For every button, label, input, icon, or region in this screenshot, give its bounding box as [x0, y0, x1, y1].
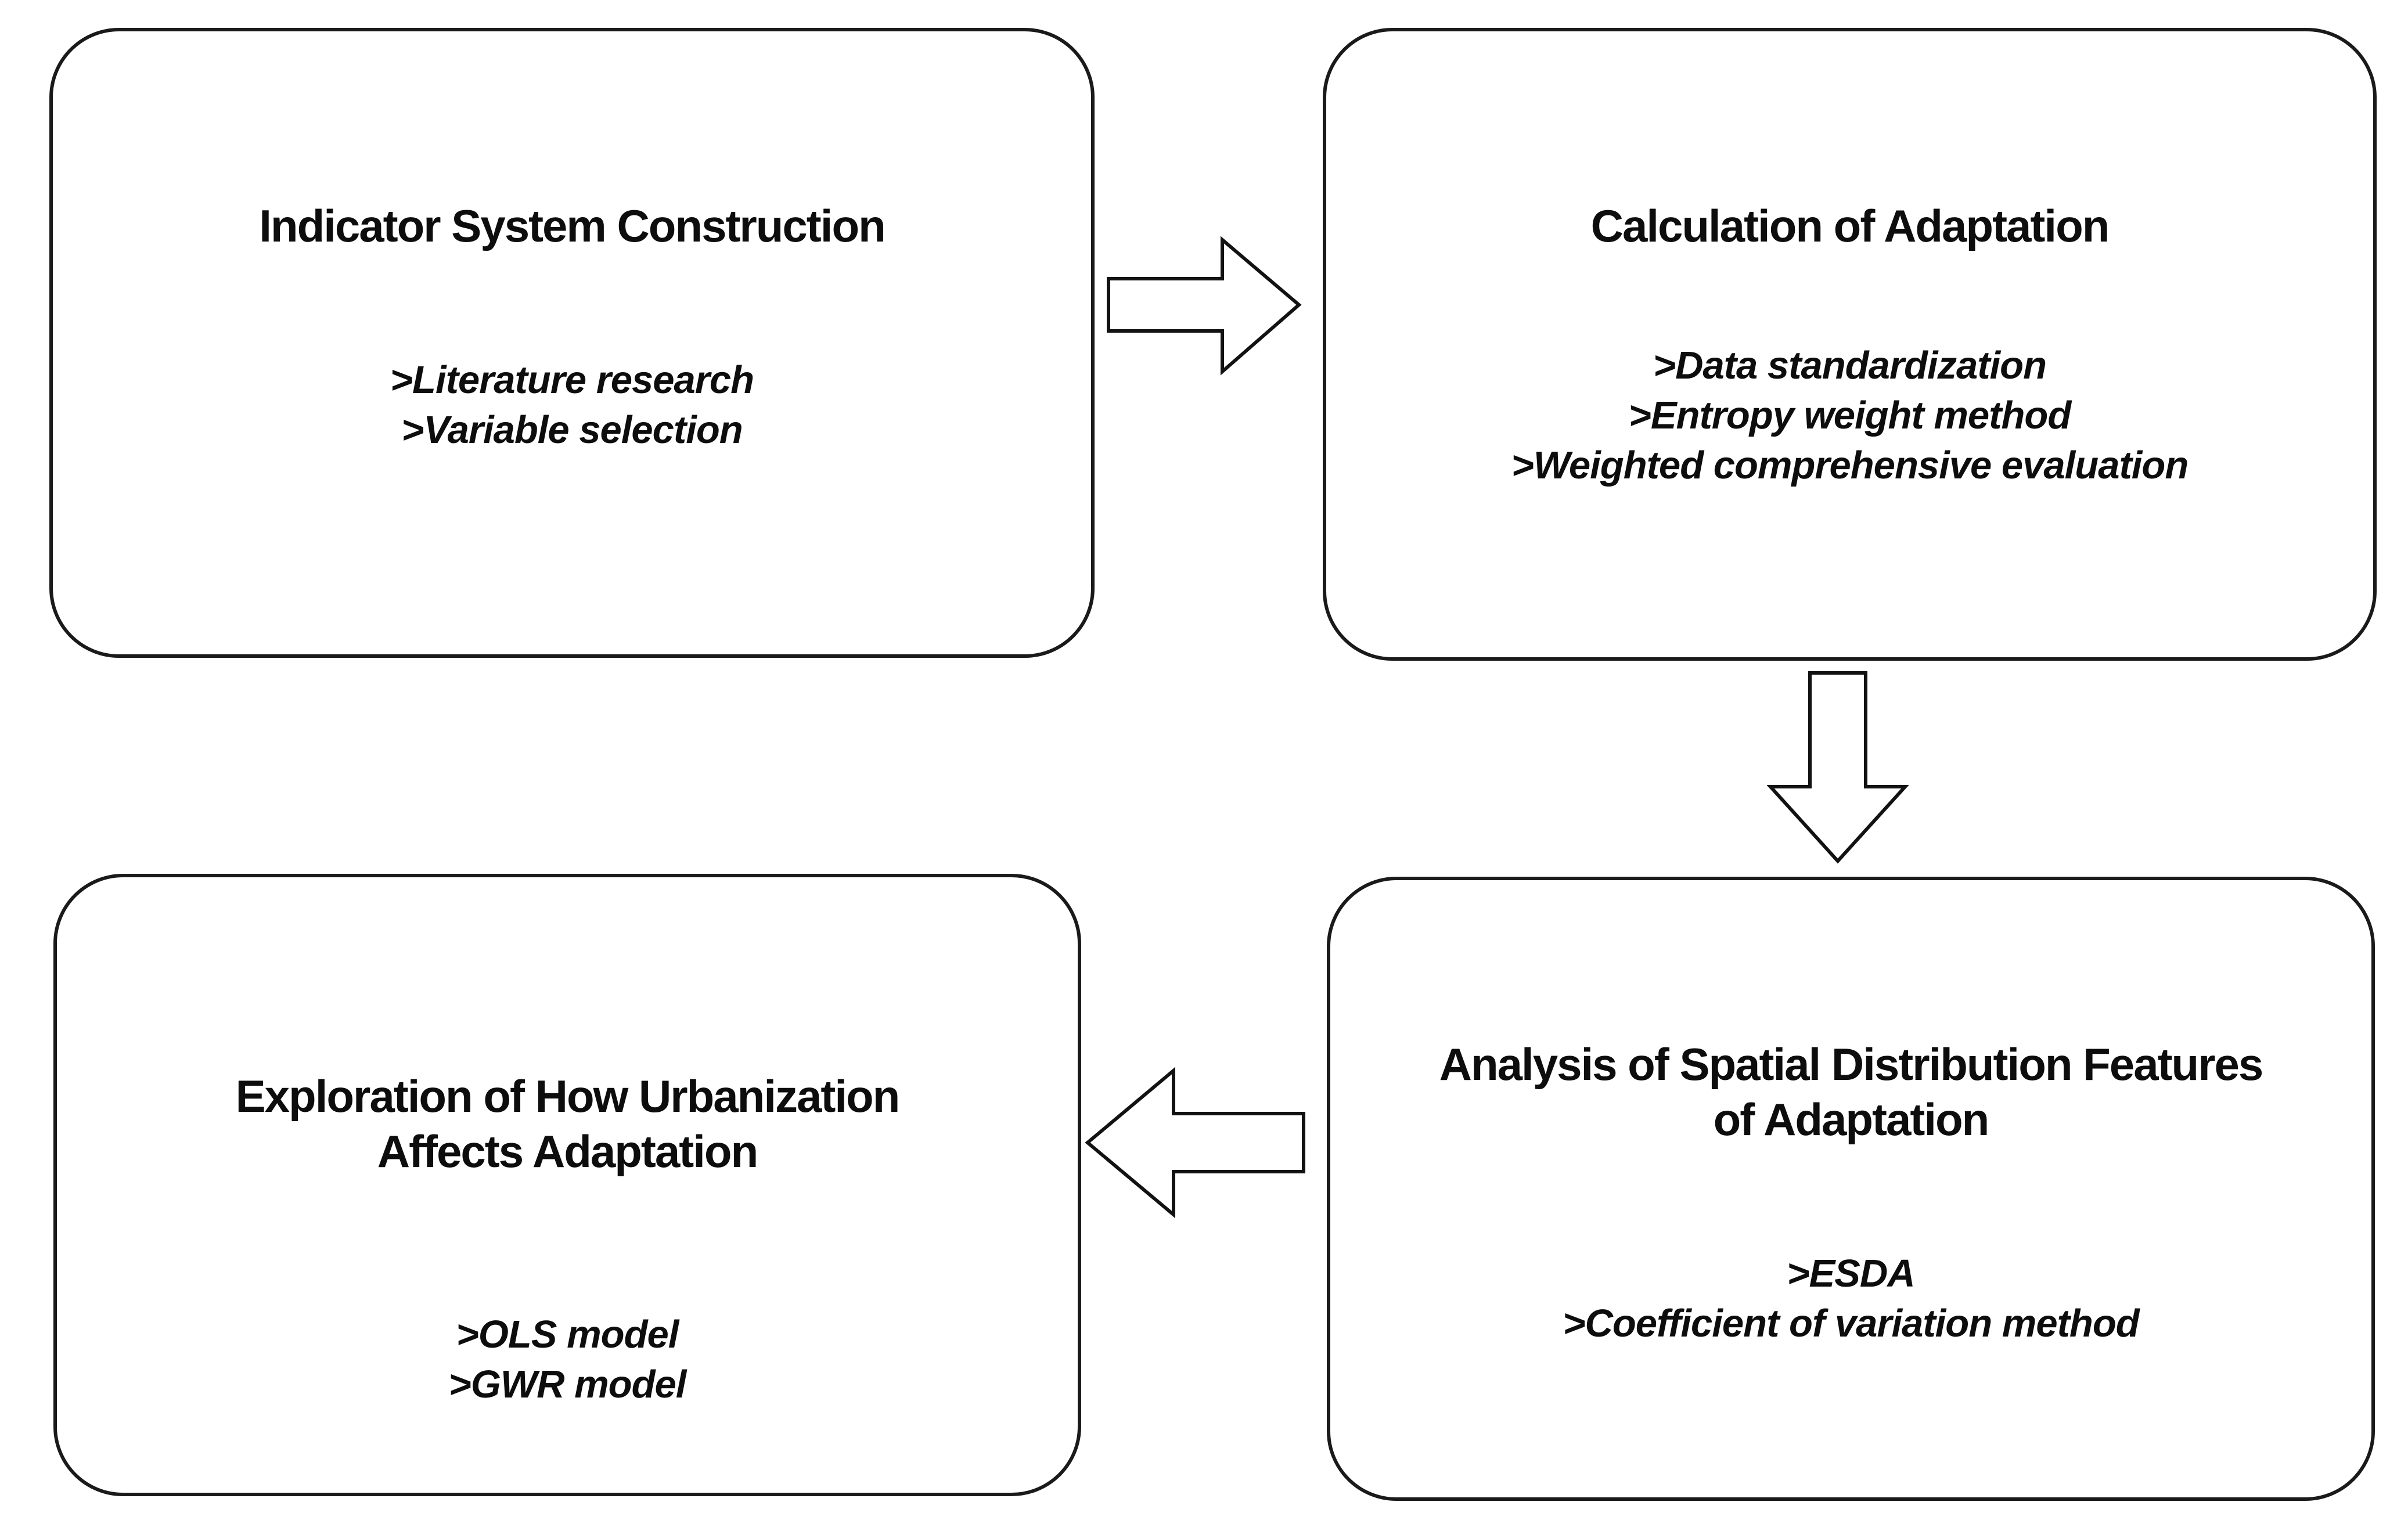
box-title-line: Calculation of Adaptation	[1590, 200, 2110, 251]
box-bullet-list: >ESDA >Coefficient of variation method	[1563, 1249, 2139, 1349]
box-title-line: Analysis of Spatial Distribution Feature…	[1439, 1039, 2264, 1090]
box-bullet-list: >Literature research >Variable selection	[390, 355, 754, 455]
box-title: Indicator System Construction	[259, 199, 886, 254]
down-arrow-icon	[1767, 671, 1909, 864]
bullet-item: >Entropy weight method	[1628, 393, 2072, 437]
box-title: Exploration of How Urbanization Affects …	[235, 1069, 901, 1179]
box-bullet-list: >OLS model >GWR model	[448, 1310, 687, 1410]
bullet-item: >Coefficient of variation method	[1563, 1302, 2139, 1346]
box-title-line: of Adaptation	[1713, 1094, 1990, 1146]
right-arrow-icon	[1107, 236, 1302, 376]
bullet-item: >ESDA	[1787, 1252, 1915, 1296]
bullet-item: >Variable selection	[401, 408, 743, 452]
box-title-line: Indicator System Construction	[259, 200, 886, 251]
box-title-line: Affects Adaptation	[377, 1126, 758, 1177]
bullet-item: >OLS model	[456, 1313, 679, 1357]
left-arrow-icon	[1085, 1067, 1305, 1218]
flowchart-box-calculation-of-adaptation: Calculation of Adaptation >Data standard…	[1323, 28, 2377, 661]
box-title: Analysis of Spatial Distribution Feature…	[1439, 1037, 2264, 1147]
box-bullet-list: >Data standardization >Entropy weight me…	[1511, 341, 2189, 490]
flowchart-box-analysis-of-spatial-distribution: Analysis of Spatial Distribution Feature…	[1327, 877, 2375, 1501]
box-title: Calculation of Adaptation	[1590, 199, 2110, 254]
bullet-item: >Weighted comprehensive evaluation	[1511, 443, 2189, 487]
bullet-item: >Data standardization	[1653, 344, 2047, 388]
box-title-line: Exploration of How Urbanization	[235, 1071, 901, 1122]
flowchart-box-indicator-system-construction: Indicator System Construction >Literatur…	[49, 28, 1095, 658]
flowchart-box-exploration-of-urbanization: Exploration of How Urbanization Affects …	[53, 874, 1081, 1496]
bullet-item: >GWR model	[448, 1363, 687, 1407]
bullet-item: >Literature research	[390, 358, 754, 402]
